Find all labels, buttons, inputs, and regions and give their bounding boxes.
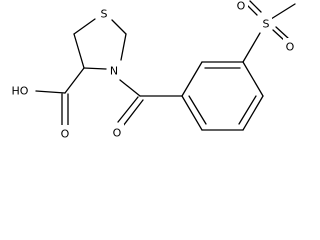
structure-diagram: S N HO O O S O O: [6, 0, 297, 142]
bond-s-c5: [73, 18, 96, 35]
bond-b3-b4: [242, 61, 264, 97]
atom-labels: S N HO O O S O O: [6, 0, 297, 142]
label-o-amide: O: [113, 127, 122, 140]
atom-o-sulfonyl-2: O: [283, 38, 297, 55]
bond-inner-2: [238, 95, 257, 125]
bond-n-camide: [119, 79, 141, 97]
carboxylic-acid-group: [35, 67, 85, 126]
bond-b6-b1: [181, 95, 203, 131]
bond-b1-b2: [181, 61, 203, 97]
bond-b4-b5: [242, 95, 264, 131]
label-n-ring: N: [110, 65, 118, 78]
bond-c2-s: [111, 19, 127, 35]
bond-ring-sulfur: [242, 32, 261, 63]
bond-cooh-oh: [35, 90, 66, 94]
bond-c4-cooh: [64, 67, 85, 94]
atom-s-sulfonyl: S: [259, 15, 272, 32]
atom-o-acid-carbonyl: O: [58, 125, 72, 142]
label-o-sulfonyl-2: O: [286, 41, 295, 54]
label-o-acid-oh: HO: [12, 85, 29, 98]
bond-so2-b: [275, 26, 289, 39]
bond-c4-n: [83, 67, 107, 70]
bond-n-c2: [120, 33, 127, 61]
bond-camide-o-b: [122, 99, 144, 127]
benzene-ring: [181, 61, 264, 131]
label-o-acid-carbonyl: O: [61, 128, 70, 141]
bond-so-b: [249, 0, 262, 13]
bond-sulfur-methyl: [270, 3, 296, 20]
amide-group: [117, 79, 183, 127]
atom-n-ring: N: [107, 62, 121, 79]
bond-c5-c4: [73, 33, 85, 69]
atom-s-ring: S: [97, 5, 110, 22]
atom-o-sulfonyl-1: O: [234, 0, 248, 13]
atom-o-acid-oh: HO: [6, 82, 34, 99]
atom-o-amide: O: [110, 124, 124, 141]
bond-camide-o-a: [117, 96, 139, 123]
label-o-sulfonyl-1: O: [237, 0, 246, 13]
thiazolidine-ring: [73, 18, 127, 70]
label-s-sulfonyl: S: [263, 18, 270, 31]
label-s-ring: S: [101, 8, 108, 21]
bond-inner-3: [188, 95, 207, 125]
